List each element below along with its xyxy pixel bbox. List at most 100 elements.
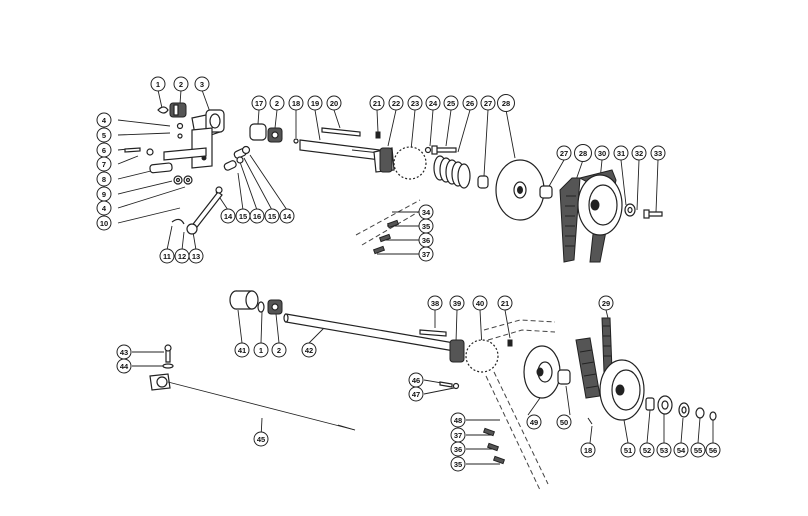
callout-31: 31 — [613, 145, 629, 161]
callout-circle — [279, 208, 295, 224]
callout-6: 6 — [96, 142, 112, 158]
callout-50: 50 — [556, 414, 572, 430]
callout-48: 48 — [450, 412, 466, 428]
callout-label: 24 — [429, 99, 438, 108]
callout-36: 36 — [418, 232, 434, 248]
callout-13: 13 — [188, 248, 204, 264]
callout-label: 49 — [530, 418, 538, 427]
callout-4: 4 — [96, 112, 112, 128]
callout-43: 43 — [116, 344, 132, 360]
callout-29: 29 — [598, 295, 614, 311]
callout-label: 56 — [709, 446, 717, 455]
callout-circle — [620, 442, 636, 458]
callout-label: 34 — [422, 208, 431, 217]
callout-37: 37 — [450, 427, 466, 443]
callout-label: 2 — [277, 346, 281, 355]
callout-circle — [194, 76, 210, 92]
callout-label: 11 — [163, 252, 171, 261]
callout-circle — [650, 145, 666, 161]
callout-label: 19 — [311, 99, 319, 108]
callout-circle — [288, 95, 304, 111]
callout-circle — [249, 208, 265, 224]
callout-circle — [450, 441, 466, 457]
callout-label: 50 — [560, 418, 568, 427]
callout-label: 32 — [635, 149, 643, 158]
callout-label: 33 — [654, 149, 662, 158]
callout-label: 45 — [257, 435, 265, 444]
callout-35: 35 — [418, 218, 434, 234]
callout-label: 1 — [259, 346, 263, 355]
callout-7: 7 — [96, 156, 112, 172]
callout-circle — [220, 208, 236, 224]
callout-32: 32 — [631, 145, 647, 161]
callout-circle — [253, 342, 269, 358]
callout-circle — [418, 246, 434, 262]
callout-label: 4 — [102, 204, 107, 213]
callout-15: 15 — [235, 208, 251, 224]
callout-label: 30 — [598, 149, 606, 158]
callout-label: 46 — [412, 376, 420, 385]
callout-label: 25 — [447, 99, 455, 108]
callout-8: 8 — [96, 171, 112, 187]
callout-circle — [96, 112, 112, 128]
callout-circle — [594, 145, 610, 161]
callout-circle — [705, 442, 721, 458]
callout-16: 16 — [249, 208, 265, 224]
callout-circle — [307, 95, 323, 111]
callout-label: 38 — [431, 299, 439, 308]
callout-label: 41 — [238, 346, 246, 355]
callout-18: 18 — [580, 442, 596, 458]
callout-circle — [301, 342, 317, 358]
callout-1: 1 — [253, 342, 269, 358]
callout-55: 55 — [690, 442, 706, 458]
callout-label: 48 — [454, 416, 462, 425]
callout-53: 53 — [656, 442, 672, 458]
callout-label: 22 — [392, 99, 400, 108]
callout-circle — [96, 171, 112, 187]
callout-circle — [556, 414, 572, 430]
callout-label: 36 — [454, 445, 462, 454]
callout-label: 3 — [200, 80, 204, 89]
callout-54: 54 — [673, 442, 689, 458]
callout-label: 31 — [617, 149, 625, 158]
callout-label: 26 — [466, 99, 474, 108]
callout-label: 9 — [102, 190, 106, 199]
callout-label: 23 — [411, 99, 419, 108]
callout-label: 14 — [224, 212, 233, 221]
callout-30: 30 — [594, 145, 610, 161]
callout-label: 18 — [292, 99, 300, 108]
callout-label: 39 — [453, 299, 461, 308]
callout-56: 56 — [705, 442, 721, 458]
callout-circle — [443, 95, 459, 111]
callout-circle — [150, 76, 166, 92]
callout-label: 2 — [179, 80, 183, 89]
callout-27: 27 — [556, 145, 572, 161]
callout-42: 42 — [301, 342, 317, 358]
callout-1: 1 — [150, 76, 166, 92]
callout-circle — [656, 442, 672, 458]
callout-label: 5 — [102, 131, 106, 140]
callout-circle — [407, 95, 423, 111]
callout-circle — [526, 414, 542, 430]
callout-circle — [472, 295, 488, 311]
callout-circle — [116, 358, 132, 374]
callout-41: 41 — [234, 342, 250, 358]
upper-shaft-assembly — [249, 109, 545, 255]
lower-shaft-assembly — [229, 290, 717, 491]
callout-28: 28 — [574, 144, 592, 162]
callout-2: 2 — [269, 95, 285, 111]
callout-circle — [96, 215, 112, 231]
callout-circle — [388, 95, 404, 111]
callout-label: 1 — [156, 80, 160, 89]
callout-35: 35 — [450, 456, 466, 472]
callout-label: 29 — [602, 299, 610, 308]
callout-label: 6 — [102, 146, 106, 155]
callout-20: 20 — [326, 95, 342, 111]
callout-47: 47 — [408, 386, 424, 402]
callout-label: 28 — [502, 99, 510, 108]
callout-label: 36 — [422, 236, 430, 245]
callout-circle — [497, 295, 513, 311]
callout-circle — [253, 431, 269, 447]
callout-label: 4 — [102, 116, 107, 125]
